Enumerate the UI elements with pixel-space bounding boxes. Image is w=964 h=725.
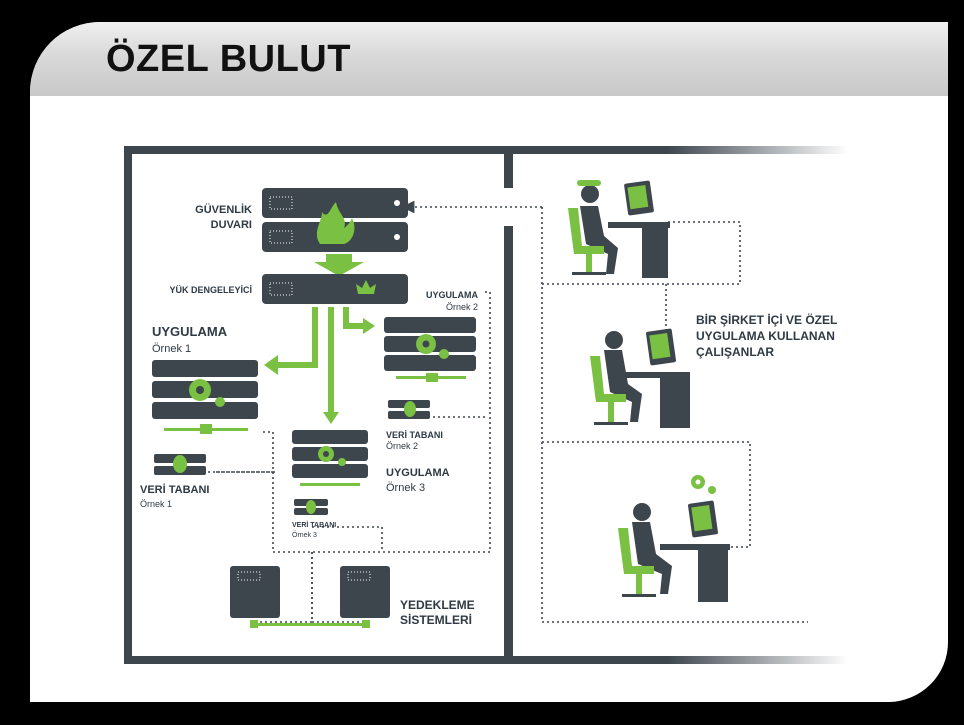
- db-server-1: [154, 454, 206, 475]
- fire-icon: [316, 202, 355, 244]
- database-icon: [173, 455, 187, 473]
- db-server-3: [294, 499, 328, 515]
- database-icon: [306, 500, 316, 514]
- app-server-2: [384, 317, 476, 382]
- load-balancer-server: [262, 274, 408, 304]
- employees-label-line3: ÇALIŞANLAR: [696, 345, 774, 359]
- employees-label-line1: BİR ŞİRKET İÇİ VE ÖZEL: [696, 312, 837, 327]
- db3-subtitle: Örnek 3: [292, 531, 317, 539]
- app2-subtitle: Örnek 2: [446, 302, 478, 312]
- chair-icon: [590, 356, 626, 402]
- slide: ÖZEL BULUT: [30, 22, 948, 702]
- private-cloud-diagram: GÜVENLİK DUVARI YÜK DENGELEYİCİ: [124, 146, 848, 664]
- title-bar: ÖZEL BULUT: [30, 22, 948, 96]
- app2-title: UYGULAMA: [426, 290, 478, 300]
- firewall-label-line2: DUVARI: [211, 219, 252, 231]
- app-server-1: [152, 360, 258, 434]
- database-icon: [404, 401, 416, 417]
- person-icon: [633, 503, 651, 521]
- firewall-server: [262, 188, 408, 252]
- person-icon: [581, 185, 599, 203]
- gear-icon: [338, 458, 346, 466]
- employee-3: [618, 475, 730, 602]
- app3-title: UYGULAMA: [386, 467, 450, 479]
- load-balancer-label: YÜK DENGELEYİCİ: [169, 285, 252, 295]
- diagram-frame: [124, 146, 848, 664]
- db1-title: VERİ TABANI: [140, 483, 209, 496]
- app3-subtitle: Örnek 3: [386, 482, 425, 494]
- person-icon: [605, 331, 623, 349]
- gear-icon: [439, 349, 449, 359]
- slide-title: ÖZEL BULUT: [106, 38, 351, 80]
- employee-2: [590, 328, 690, 428]
- backup-label-line2: SİSTEMLERİ: [400, 612, 472, 627]
- db3-title: VERİ TABANI: [292, 521, 336, 529]
- gear-icon: [215, 397, 225, 407]
- app-server-3: [292, 430, 368, 486]
- app1-title: UYGULAMA: [152, 324, 228, 339]
- gear-icon: [708, 486, 716, 494]
- crown-icon: [356, 280, 376, 294]
- backup-systems: [230, 566, 390, 628]
- db1-subtitle: Örnek 1: [140, 499, 172, 509]
- db2-title: VERİ TABANI: [386, 430, 443, 440]
- backup-label-line1: YEDEKLEME: [400, 598, 475, 612]
- app1-subtitle: Örnek 1: [152, 343, 191, 355]
- db-server-2: [388, 400, 430, 419]
- green-arrow-down: [314, 254, 364, 276]
- db2-subtitle: Örnek 2: [386, 441, 418, 451]
- chair-icon: [568, 208, 604, 254]
- firewall-label-line1: GÜVENLİK: [195, 203, 252, 216]
- employees-label-line2: UYGULAMA KULLANAN: [696, 329, 835, 343]
- chair-icon: [618, 528, 654, 574]
- traffic-arrows: [264, 307, 375, 424]
- employee-1: [568, 180, 670, 278]
